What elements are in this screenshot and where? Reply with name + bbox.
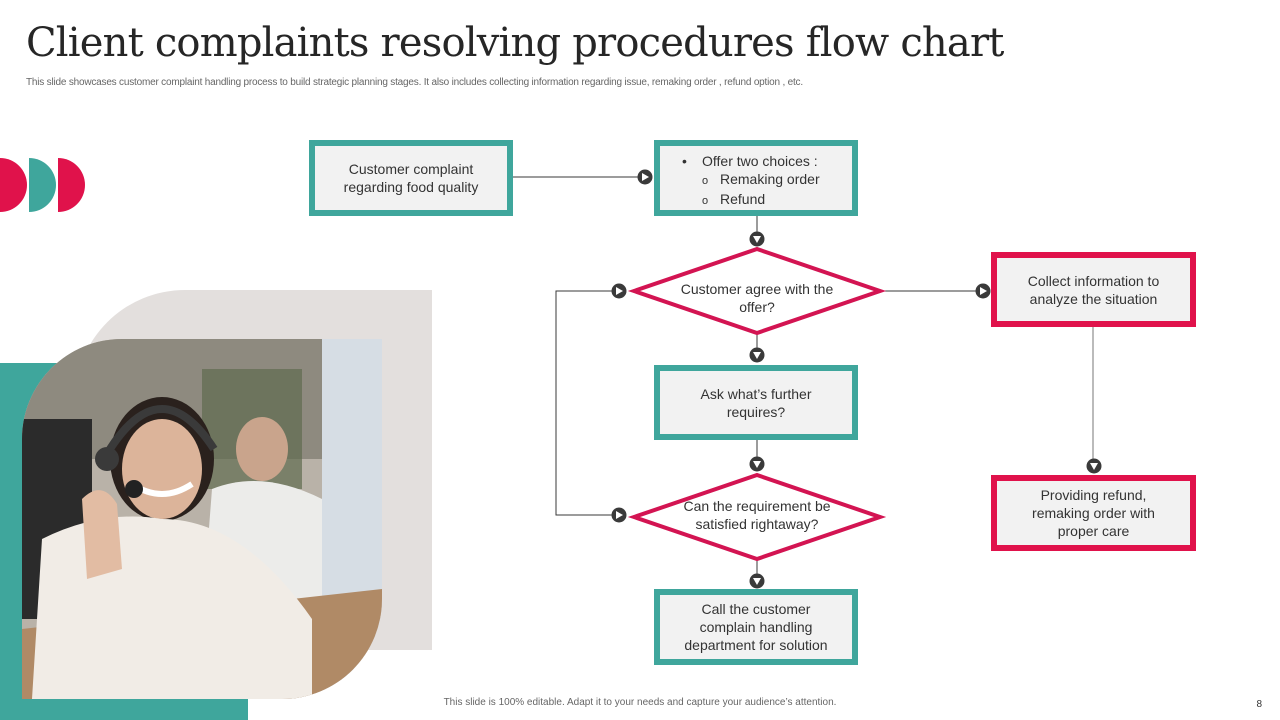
arrow-right-icon — [975, 283, 991, 299]
flow-step-ask: Ask what’s further requires? — [654, 365, 858, 440]
sub-bullet-icon: o — [702, 195, 709, 207]
flow-step-call: Call the customer complain handling depa… — [654, 589, 858, 665]
connector-loop-back — [555, 290, 614, 516]
flow-step-provide-text: Providing refund, remaking order with pr… — [1032, 487, 1155, 539]
bullet-icon: • — [682, 153, 687, 169]
offer-heading: Offer two choices : — [702, 153, 818, 169]
slide-title: Client complaints resolving procedures f… — [26, 20, 1004, 66]
arrow-right-icon — [611, 507, 627, 523]
offer-option-item: o Refund — [682, 190, 820, 210]
arrow-down-icon — [749, 347, 765, 363]
sub-bullet-icon: o — [702, 175, 709, 187]
offer-heading-item: • Offer two choices : — [682, 152, 820, 170]
offer-option-item: o Remaking order — [682, 170, 820, 190]
arrow-right-icon — [611, 283, 627, 299]
arrow-right-icon — [637, 169, 653, 185]
flow-step-call-text: Call the customer complain handling depa… — [684, 601, 828, 653]
arrow-down-icon — [749, 573, 765, 589]
arrow-down-icon — [749, 231, 765, 247]
decision-2-text: Can the requirement be satisfied rightaw… — [683, 498, 831, 532]
offer-option: Refund — [720, 191, 766, 207]
flow-step-collect: Collect information to analyze the situa… — [991, 252, 1196, 327]
arrow-down-icon — [1086, 458, 1102, 474]
slide-subtitle: This slide showcases customer complaint … — [26, 77, 803, 88]
page-number: 8 — [1256, 699, 1262, 710]
arrow-down-icon — [749, 456, 765, 472]
flow-step-collect-text: Collect information to analyze the situa… — [1027, 272, 1160, 307]
agent-photo-illustration — [22, 339, 382, 699]
decision-1-text: Customer agree with the offer? — [680, 281, 834, 315]
flow-step-provide: Providing refund, remaking order with pr… — [991, 475, 1196, 551]
agent-photo — [22, 339, 382, 699]
decision-diamond-2 — [627, 472, 887, 562]
flow-step-start-text: Customer complaint regarding food qualit… — [343, 161, 479, 195]
flow-step-ask-text: Ask what’s further requires? — [700, 385, 812, 420]
flow-step-start: Customer complaint regarding food qualit… — [309, 140, 513, 216]
slide-footer: This slide is 100% editable. Adapt it to… — [443, 697, 837, 708]
offer-option: Remaking order — [720, 171, 820, 187]
decision-diamond-1 — [627, 246, 887, 336]
